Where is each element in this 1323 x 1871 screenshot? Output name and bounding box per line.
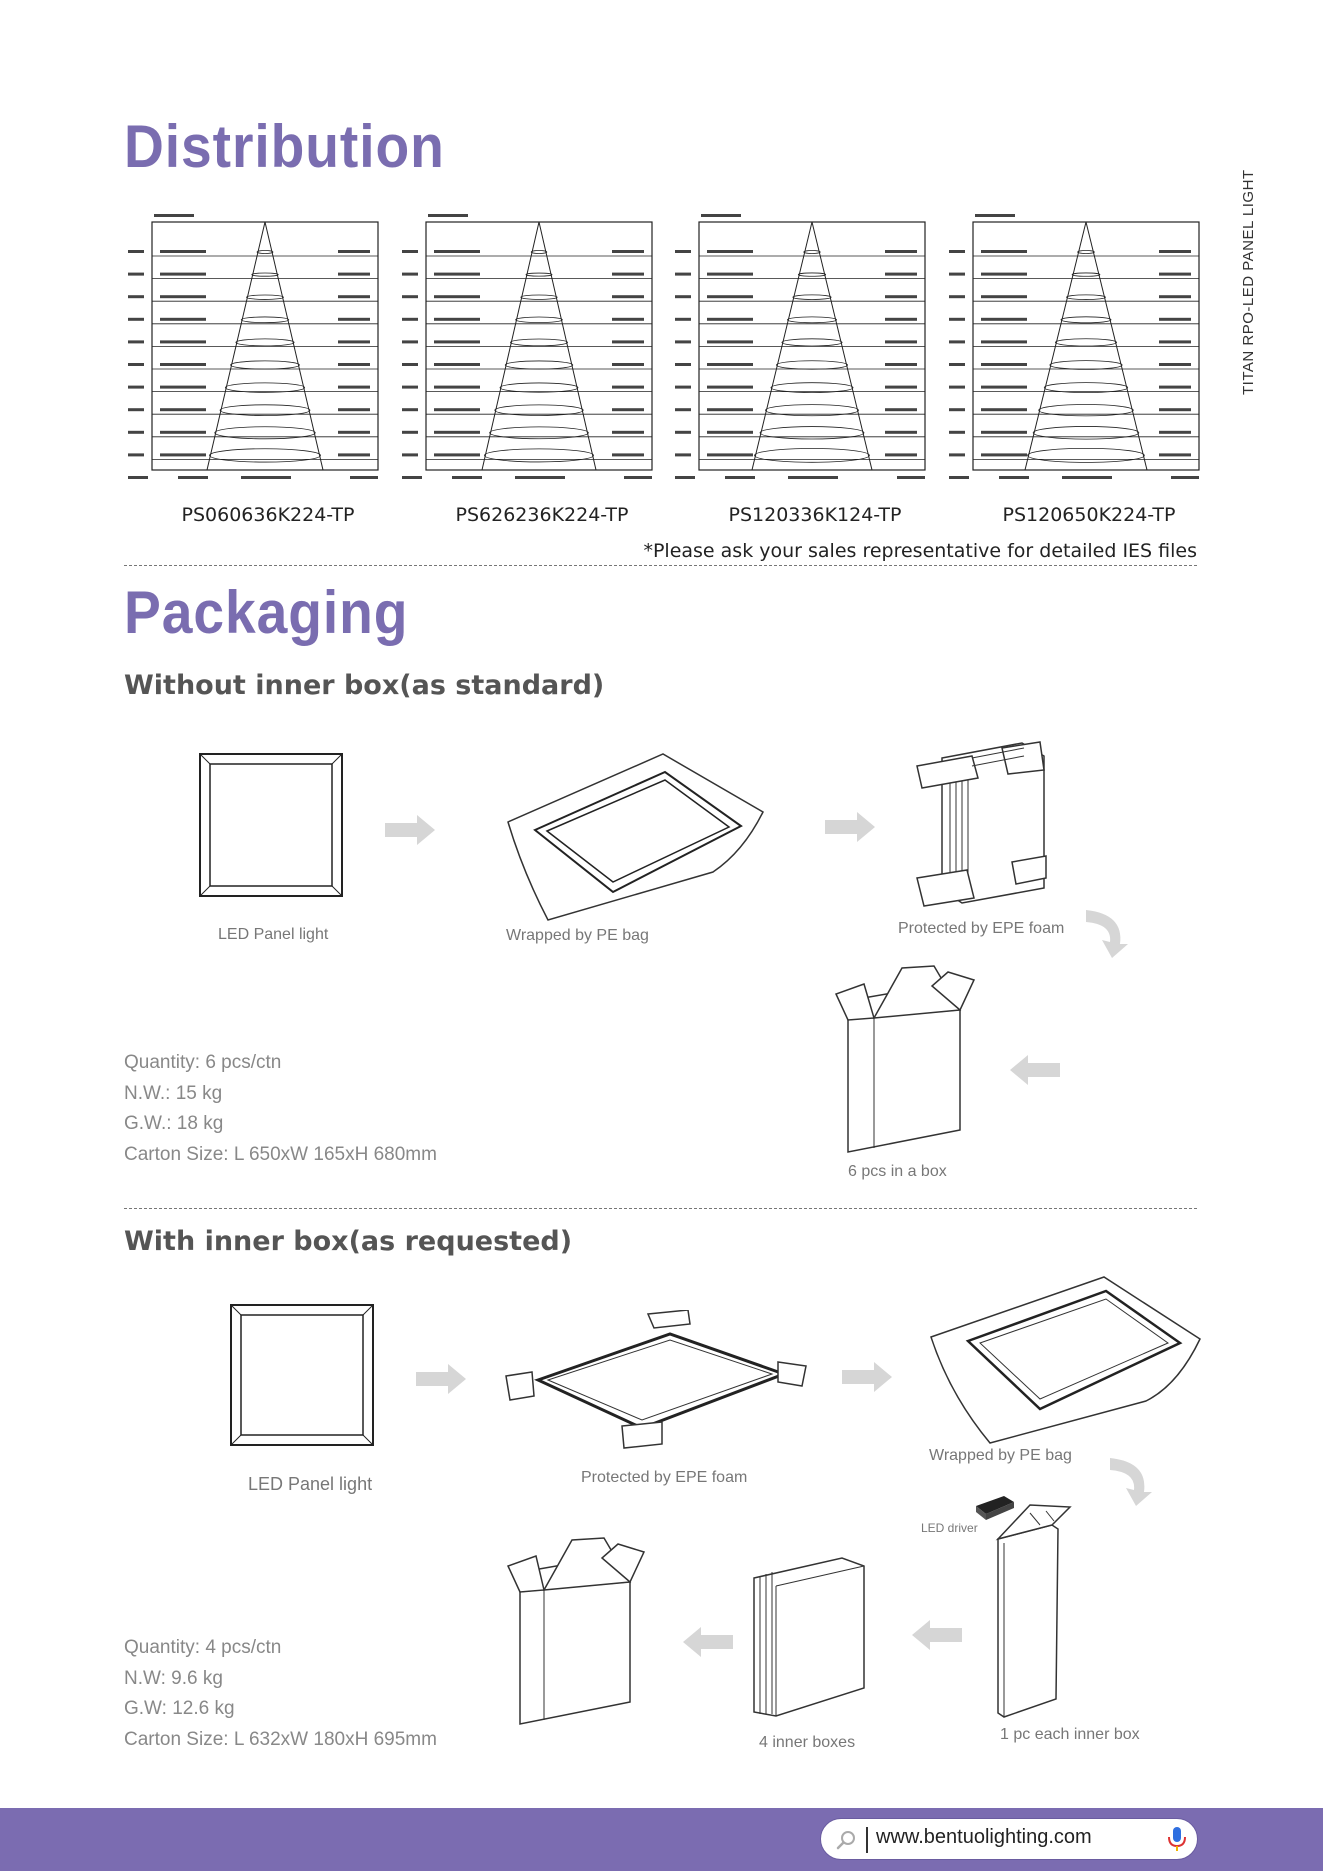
website-search-bar[interactable] <box>820 1818 1198 1860</box>
arrow-right-icon <box>825 812 875 842</box>
arrow-curve-icon <box>1086 910 1128 958</box>
ies-note: *Please ask your sales representative fo… <box>643 540 1197 562</box>
distribution-title: Distribution <box>124 113 445 180</box>
distribution-chart-2 <box>398 210 658 488</box>
with-inner-box-title: With inner box(as requested) <box>124 1226 573 1257</box>
led-panel-illustration <box>230 1304 374 1446</box>
arrow-right-icon <box>842 1362 892 1392</box>
step-caption: Wrapped by PE bag <box>506 927 649 944</box>
without-inner-box-title: Without inner box(as standard) <box>124 670 605 701</box>
pe-bag-illustration <box>930 1276 1201 1444</box>
step-caption: Wrapped by PE bag <box>929 1447 1072 1464</box>
distribution-chart-1 <box>124 210 384 488</box>
step-caption: Protected by EPE foam <box>898 920 1065 937</box>
led-driver-label: LED driver <box>921 1521 978 1535</box>
arrow-left-icon <box>683 1627 733 1657</box>
carton-box-illustration <box>506 1537 646 1725</box>
inner-box-illustration <box>995 1504 1072 1718</box>
text-cursor <box>866 1827 868 1853</box>
four-inner-boxes-illustration <box>753 1557 865 1717</box>
divider <box>124 565 1197 566</box>
carton-box-illustration <box>834 965 976 1153</box>
distribution-chart-3 <box>671 210 931 488</box>
side-title: TITAN RPO-LED PANEL LIGHT <box>1240 169 1257 395</box>
epe-foam-illustration <box>916 741 1047 907</box>
epe-foam-corners-illustration <box>505 1310 807 1449</box>
arrow-left-icon <box>1010 1055 1060 1085</box>
model-label-4: PS120650K224-TP <box>1002 504 1176 526</box>
pe-bag-illustration <box>507 753 764 921</box>
arrow-right-icon <box>385 815 435 845</box>
led-panel-illustration <box>199 753 343 897</box>
step-caption: 1 pc each inner box <box>1000 1726 1140 1743</box>
packing-specs-standard: Quantity: 6 pcs/ctn N.W.: 15 kg G.W.: 18… <box>124 1052 437 1165</box>
step-caption: LED Panel light <box>248 1474 373 1494</box>
search-icon <box>836 1831 855 1850</box>
microphone-icon[interactable] <box>1166 1825 1188 1853</box>
led-driver-icon <box>976 1496 1014 1520</box>
step-caption: 4 inner boxes <box>759 1734 856 1751</box>
step-caption: LED Panel light <box>218 926 329 943</box>
packing-specs-requested: Quantity: 4 pcs/ctn N.W: 9.6 kg G.W: 12.… <box>124 1637 437 1750</box>
distribution-chart-4 <box>945 210 1205 488</box>
arrow-left-icon <box>912 1620 962 1650</box>
model-label-1: PS060636K224-TP <box>181 504 355 526</box>
model-label-2: PS626236K224-TP <box>455 504 629 526</box>
step-caption: Protected by EPE foam <box>581 1469 748 1486</box>
model-label-3: PS120336K124-TP <box>728 504 902 526</box>
divider <box>124 1208 1197 1209</box>
arrow-curve-icon <box>1110 1458 1152 1506</box>
arrow-right-icon <box>416 1364 466 1394</box>
step-caption: 6 pcs in a box <box>848 1163 947 1180</box>
packaging-title: Packaging <box>124 579 409 646</box>
website-url[interactable]: www.bentuolighting.com <box>876 1826 1092 1848</box>
